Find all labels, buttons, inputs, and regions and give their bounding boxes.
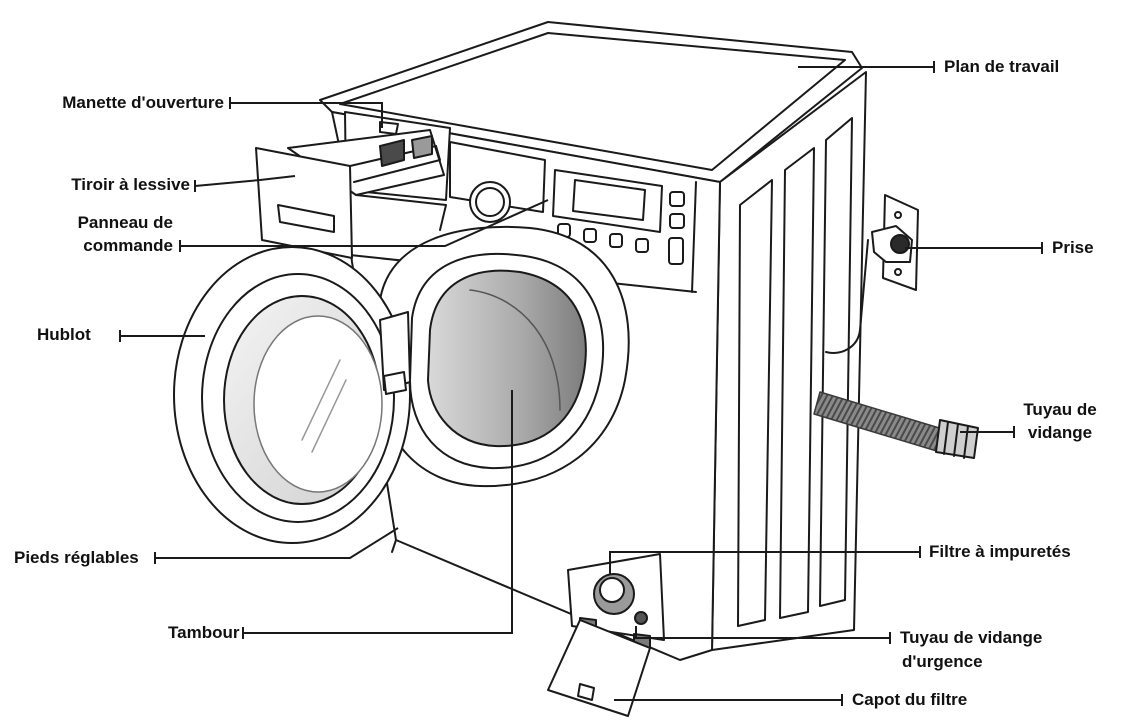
filter-area (547, 553, 665, 717)
label-worktop: Plan de travail (944, 57, 1060, 76)
leader-control-panel (180, 199, 549, 247)
label-filter-cover: Capot du filtre (852, 690, 968, 709)
label-drain-hose-line1: Tuyau de (1023, 400, 1097, 419)
label-drum: Tambour (168, 623, 240, 642)
label-door-handle: Manette d'ouverture (62, 93, 224, 112)
control-panel-group (449, 141, 685, 265)
drain-hose (813, 391, 979, 459)
drum-opening (379, 225, 630, 488)
leader-drawer (194, 175, 296, 187)
leader-filter (609, 551, 920, 575)
front-foot (391, 539, 397, 553)
label-emergency-drain-line1: Tuyau de vidange (900, 628, 1043, 647)
label-emergency-drain-line2: d'urgence (902, 652, 983, 671)
detergent-drawer (255, 111, 451, 259)
label-plug: Prise (1052, 238, 1094, 257)
leader-lines (120, 66, 1042, 701)
label-dirt-filter: Filtre à impuretés (929, 542, 1071, 561)
label-control-panel-line2: commande (83, 236, 173, 255)
label-door: Hublot (37, 325, 91, 344)
label-detergent-drawer: Tiroir à lessive (71, 175, 190, 194)
label-adjustable-feet: Pieds réglables (14, 548, 139, 567)
label-control-panel-line1: Panneau de (77, 213, 173, 232)
leader-emergency-hose (635, 626, 890, 639)
leader-feet (155, 527, 399, 559)
leader-drum (243, 390, 513, 634)
leader-ticks (119, 61, 1043, 706)
door-porthole (173, 246, 411, 544)
power-socket (825, 194, 919, 354)
leader-door-handle (230, 102, 383, 128)
label-drain-hose-line2: vidange (1027, 423, 1093, 442)
